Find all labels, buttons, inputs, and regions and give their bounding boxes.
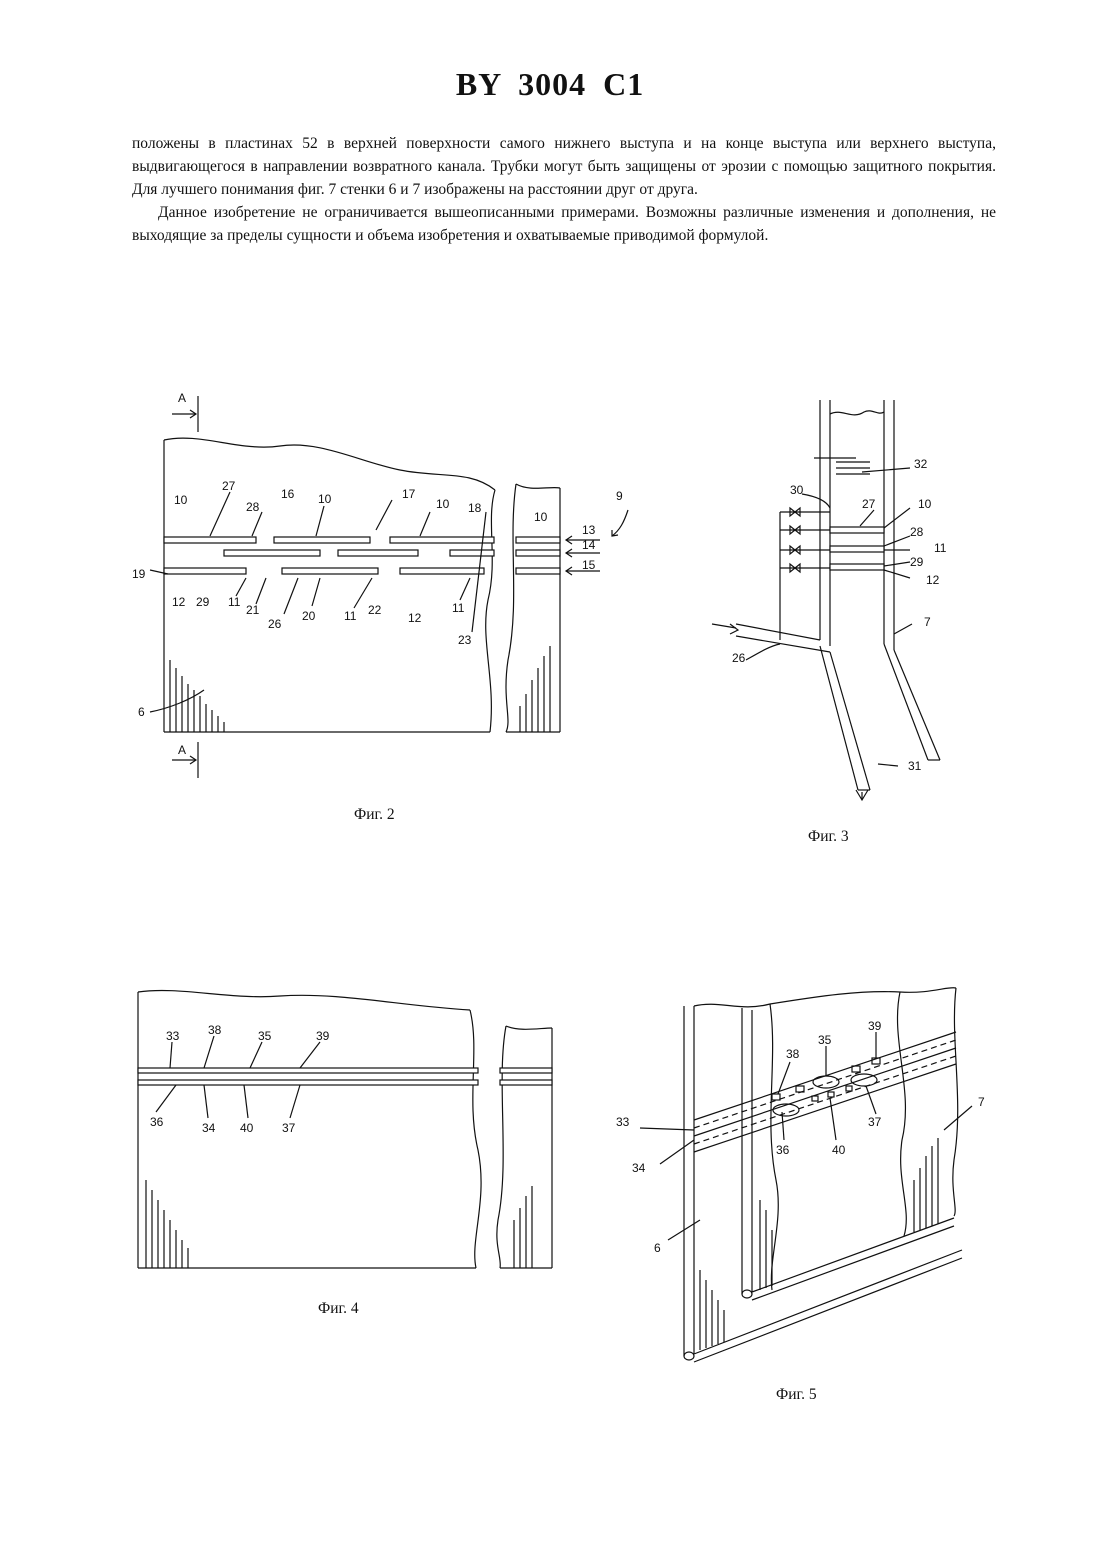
fig5-label: 35 (818, 1033, 832, 1047)
figure-5-caption: Фиг. 5 (776, 1386, 817, 1404)
fig5-label: 6 (654, 1241, 661, 1255)
fig5-label: 34 (632, 1161, 646, 1175)
fig5-label: 36 (776, 1143, 790, 1157)
fig5-label: 7 (978, 1095, 985, 1109)
figure-5-drawing: 39 38 35 33 36 40 37 7 34 6 (0, 0, 1000, 1380)
fig5-label: 33 (616, 1115, 630, 1129)
figure-5: 39 38 35 33 36 40 37 7 34 6 (0, 0, 1000, 1380)
fig5-label: 37 (868, 1115, 882, 1129)
fig5-label: 39 (868, 1019, 882, 1033)
fig5-label: 38 (786, 1047, 800, 1061)
fig5-label: 40 (832, 1143, 846, 1157)
